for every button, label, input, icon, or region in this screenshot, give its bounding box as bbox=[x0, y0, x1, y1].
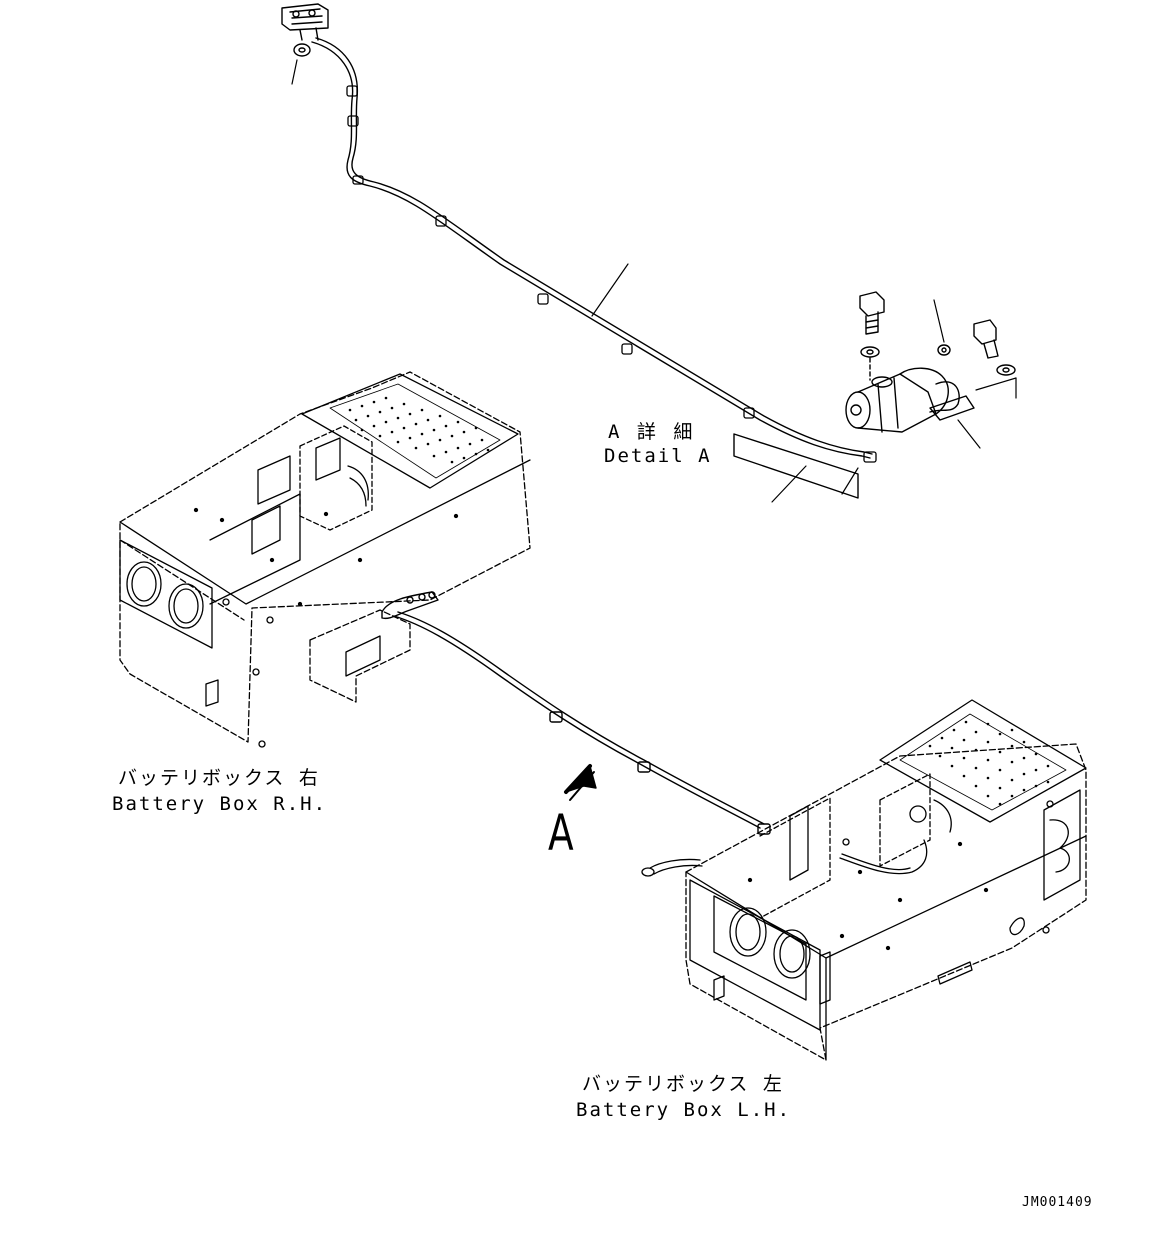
lower-harness bbox=[381, 591, 771, 835]
bolt-left bbox=[859, 291, 885, 381]
battery-lh-jp: バッテリボックス 左 bbox=[582, 1073, 784, 1095]
figure-code: JM001409 bbox=[1022, 1195, 1093, 1210]
battery-box-lh bbox=[641, 699, 1087, 1061]
view-letter-a: A bbox=[548, 805, 574, 863]
lid-perforation bbox=[348, 396, 490, 464]
battery-rh-en: Battery Box R.H. bbox=[112, 793, 327, 815]
ring-terminal bbox=[291, 43, 311, 85]
detail-a-en: Detail A bbox=[604, 445, 712, 467]
battery-box-rh bbox=[119, 371, 531, 748]
view-arrow-a bbox=[564, 764, 597, 801]
horn-unit bbox=[733, 367, 975, 499]
top-connector bbox=[281, 3, 329, 41]
detail-a-jp: A 詳 細 bbox=[608, 421, 695, 443]
battery-lh-en: Battery Box L.H. bbox=[576, 1099, 791, 1121]
nut bbox=[933, 299, 951, 356]
upper-harness bbox=[281, 3, 1017, 503]
bolt-right bbox=[973, 319, 1016, 376]
battery-rh-jp: バッテリボックス 右 bbox=[118, 767, 320, 789]
lid-perforation-lh bbox=[928, 720, 1050, 806]
